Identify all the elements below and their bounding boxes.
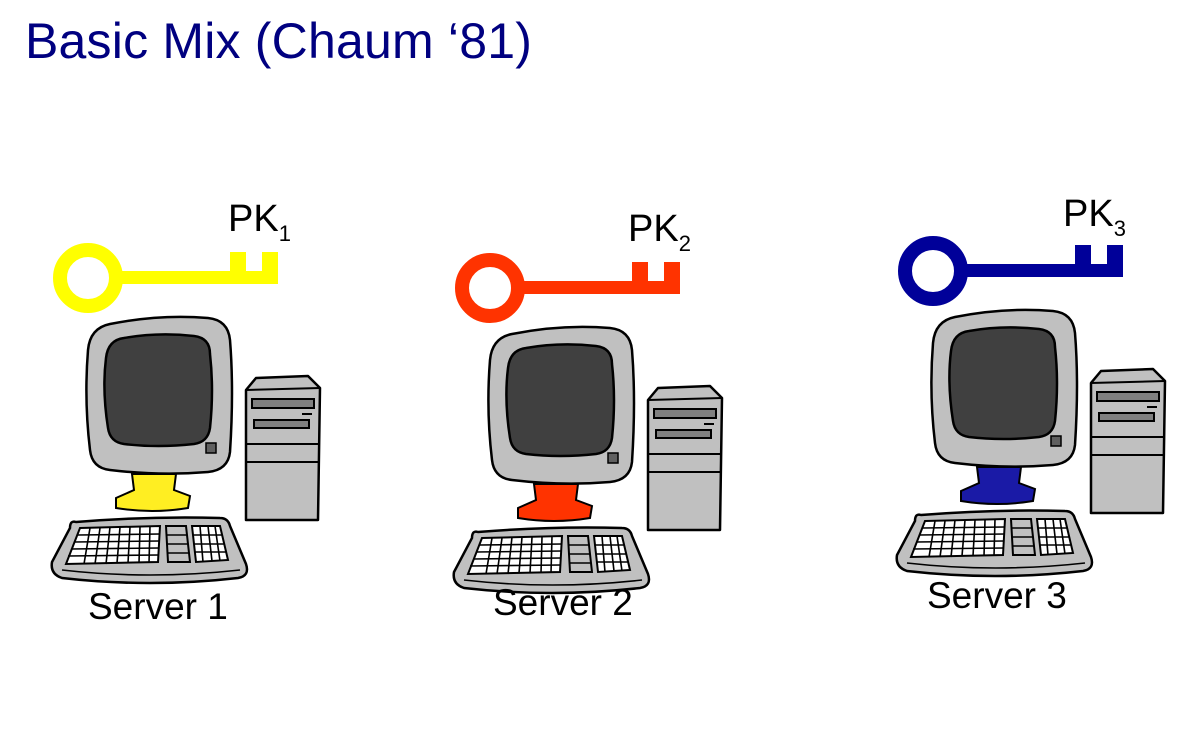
computer-tower-icon xyxy=(244,374,322,522)
public-key-subscript: 3 xyxy=(1113,216,1126,241)
monitor-stand xyxy=(517,483,594,522)
monitor-icon xyxy=(487,325,636,485)
keyboard-icon xyxy=(452,526,651,595)
keyboard-icon xyxy=(895,509,1094,578)
server-illustration xyxy=(895,236,1167,578)
computer-tower-icon xyxy=(1089,367,1167,515)
monitor-icon xyxy=(85,315,234,475)
server-label: Server 1 xyxy=(88,586,228,627)
server-label: Server 3 xyxy=(927,575,1067,616)
server-illustration xyxy=(452,253,724,595)
public-key-subscript: 2 xyxy=(678,231,691,256)
server-illustration xyxy=(50,243,322,585)
server-label: Server 2 xyxy=(493,582,633,623)
public-key-name: PK xyxy=(628,208,679,250)
server-3: PK3 Server 3 xyxy=(885,183,1185,623)
keyboard-icon xyxy=(50,516,249,585)
monitor-stand xyxy=(960,466,1037,505)
public-key-subscript: 1 xyxy=(278,221,291,246)
computer-tower-icon xyxy=(646,384,724,532)
monitor-stand xyxy=(115,473,192,512)
server-1: PK1 Server 1 xyxy=(40,190,340,630)
monitor-icon xyxy=(930,308,1079,468)
key-icon xyxy=(53,243,278,313)
key-icon xyxy=(898,236,1123,306)
public-key-label: PK3 xyxy=(1063,193,1126,241)
key-icon xyxy=(455,253,680,323)
public-key-name: PK xyxy=(1063,193,1114,235)
public-key-label: PK2 xyxy=(628,208,691,256)
public-key-name: PK xyxy=(228,198,279,240)
public-key-label: PK1 xyxy=(228,198,291,246)
server-2: PK2 Server 2 xyxy=(442,200,742,640)
slide-title: Basic Mix (Chaum ‘81) xyxy=(25,13,533,69)
